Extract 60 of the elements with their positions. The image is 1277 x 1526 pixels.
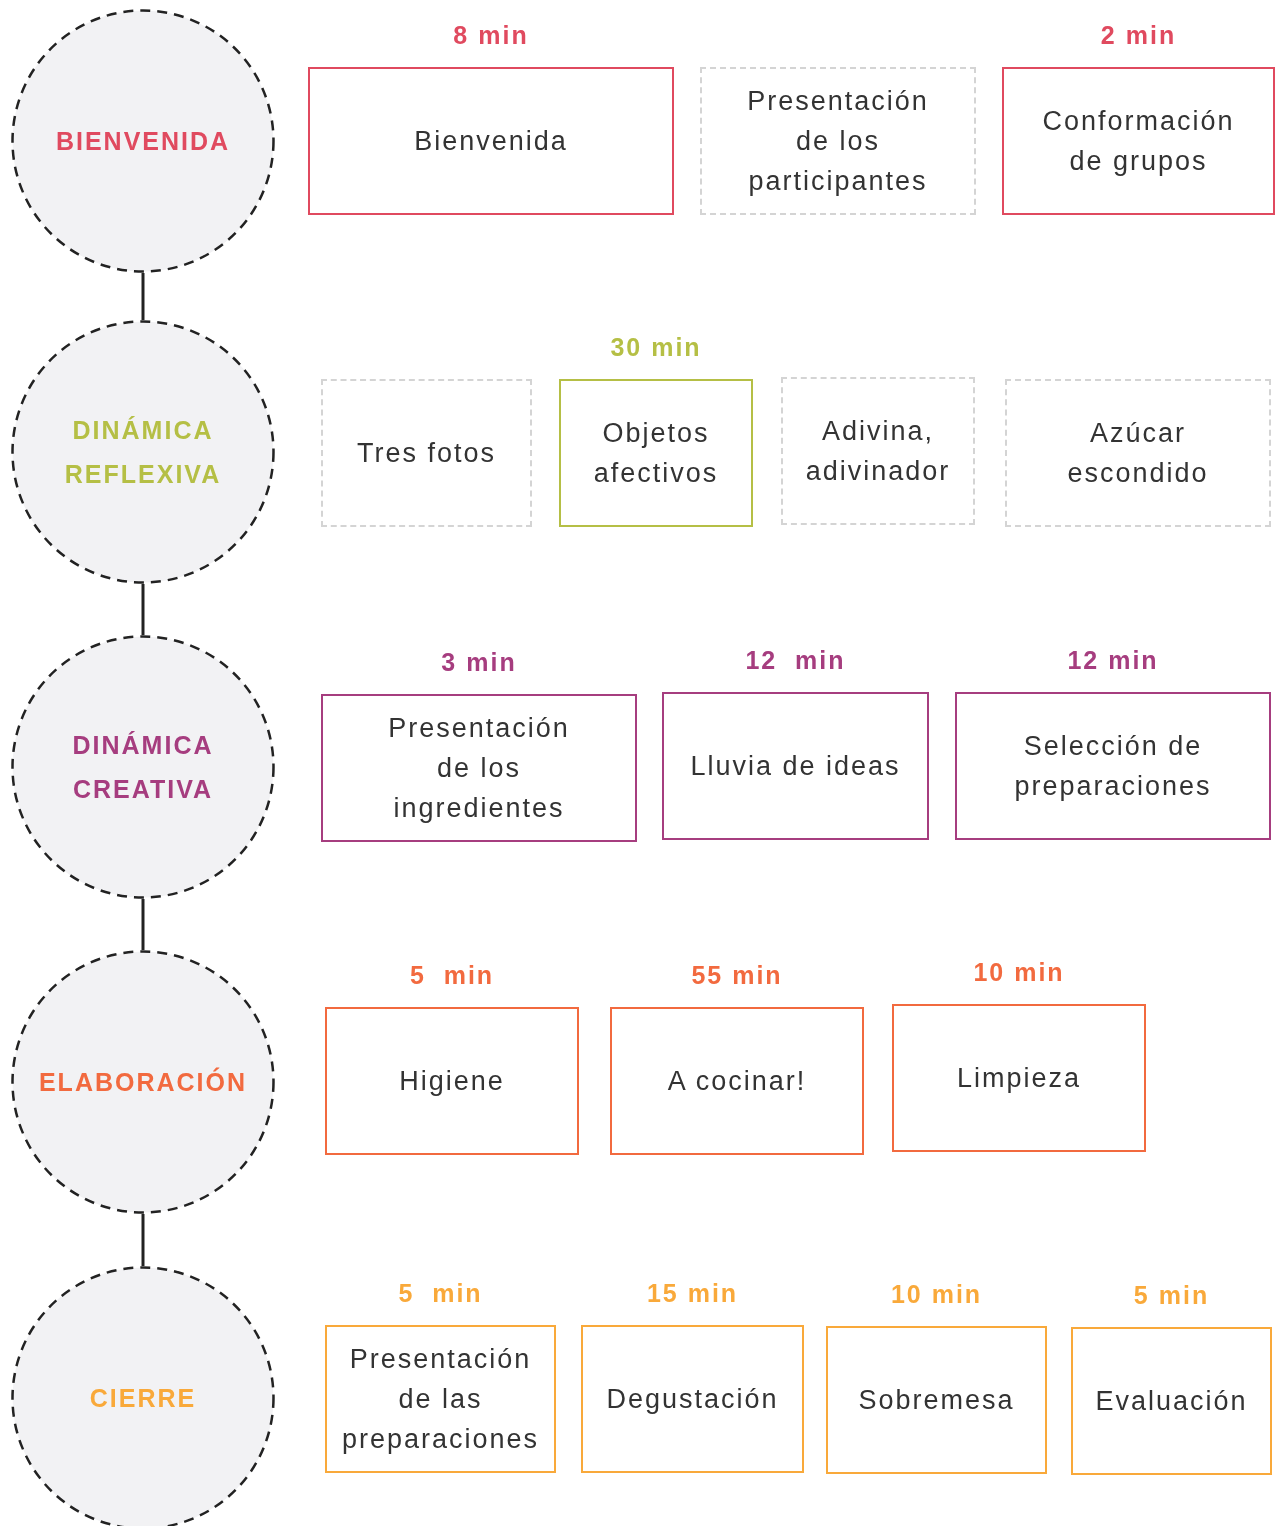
activity-label: Evaluación [1094, 1385, 1249, 1418]
activity-box [826, 1326, 1047, 1474]
activity-box [1071, 1327, 1272, 1475]
duration-label: 12 min [1067, 646, 1159, 675]
duration-label: 12 min [745, 646, 846, 675]
activity-box [325, 1325, 556, 1473]
duration-label: 30 min [610, 333, 702, 362]
activity-box [1005, 379, 1271, 527]
activity-label: Bienvenida [413, 125, 569, 158]
activity-box [892, 1004, 1146, 1152]
duration-label: 3 min [441, 648, 517, 677]
duration-label: 5 min [1133, 1281, 1210, 1310]
activity-label: Lluvia de ideas [689, 750, 902, 783]
duration-label: 8 min [453, 21, 529, 50]
activity-box [700, 67, 976, 215]
activity-label: Azúcar escondido [1066, 417, 1210, 490]
activity-box [321, 379, 532, 527]
activity-label: Degustación [605, 1383, 780, 1416]
connector-line [141, 1214, 145, 1266]
activity-box [559, 379, 753, 527]
activity-label: Tres fotos [355, 437, 497, 470]
connector-line [141, 899, 145, 950]
activity-box [581, 1325, 804, 1473]
phase-circle [11, 320, 275, 584]
phase-label: DINÁMICA CREATIVA [71, 730, 215, 805]
activity-label: Presentación de los participantes [746, 85, 930, 198]
phase-label: ELABORACIÓN [37, 1066, 249, 1098]
duration-label: 55 min [691, 961, 783, 990]
activity-label: Higiene [398, 1065, 506, 1098]
activity-label: Presentación de las preparaciones [340, 1343, 541, 1456]
activity-label: Selección de preparaciones [1013, 730, 1213, 803]
connector-line [141, 584, 145, 635]
activity-label: Presentación de los ingredientes [387, 712, 571, 825]
phase-label: DINÁMICA REFLEXIVA [63, 415, 223, 490]
duration-label: 10 min [973, 958, 1065, 987]
activity-label: Adivina, adivinador [804, 415, 952, 488]
duration-label: 5 min [398, 1279, 483, 1308]
connector-line [141, 273, 145, 320]
phase-label: BIENVENIDA [54, 126, 232, 157]
activity-box [610, 1007, 864, 1155]
activity-label: Sobremesa [857, 1384, 1016, 1417]
duration-label: 15 min [646, 1279, 739, 1308]
phase-circle [11, 950, 275, 1214]
activity-box [662, 692, 929, 840]
activity-box [308, 67, 674, 215]
activity-label: Limpieza [955, 1062, 1083, 1095]
activity-label: Objetos afectivos [592, 417, 720, 490]
activity-box [781, 377, 975, 525]
activity-label: Conformación de grupos [1041, 105, 1236, 178]
activity-box [955, 692, 1271, 840]
activity-box [1002, 67, 1275, 215]
phase-circle [11, 635, 275, 899]
duration-label: 10 min [890, 1280, 983, 1309]
activity-box [325, 1007, 579, 1155]
activity-box [321, 694, 637, 842]
duration-label: 5 min [409, 961, 495, 990]
activity-label: A cocinar! [666, 1065, 808, 1098]
duration-label: 2 min [1100, 21, 1177, 50]
phase-label: CIERRE [88, 1383, 198, 1414]
phase-circle [11, 9, 275, 273]
